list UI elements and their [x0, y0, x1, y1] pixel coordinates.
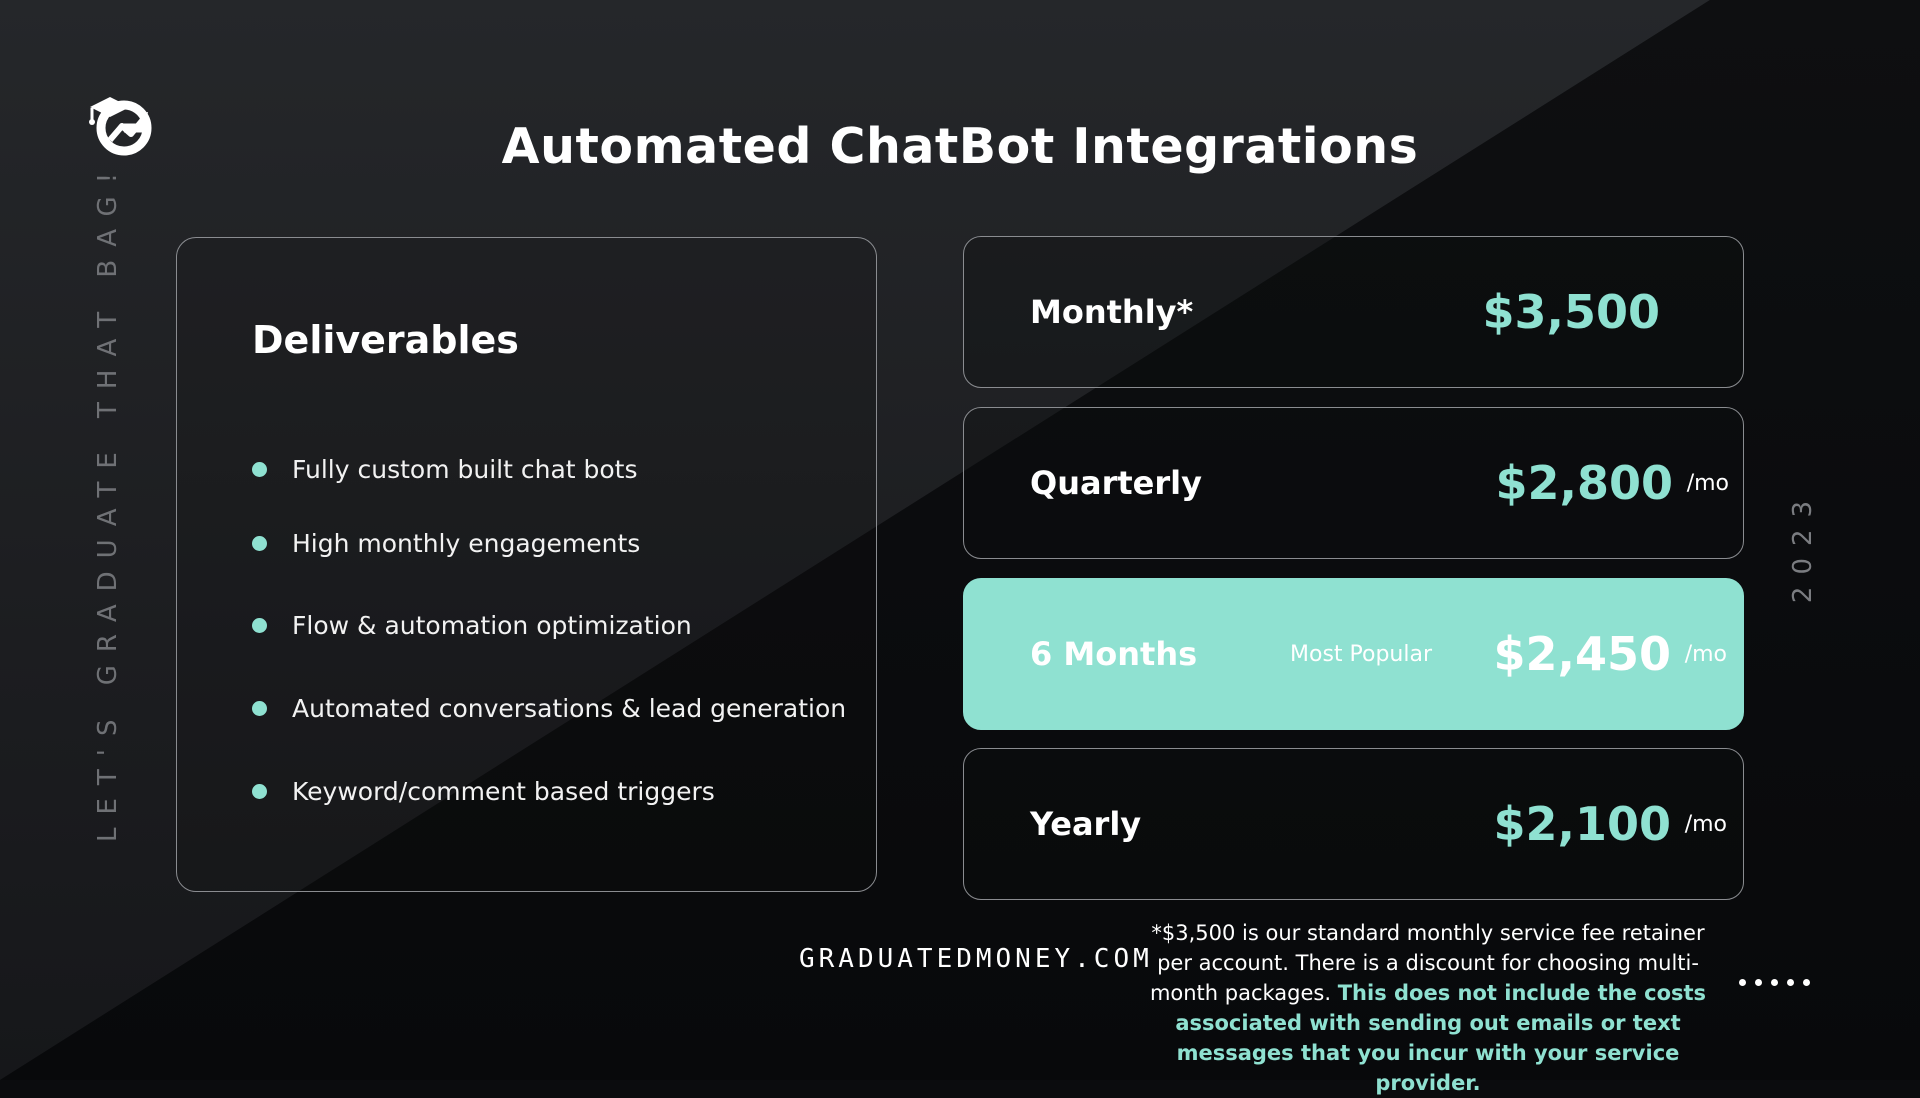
bullet-dot-icon [252, 617, 267, 633]
plan-card-6-months[interactable]: 6 Months Most Popular $2,450 /mo [963, 578, 1744, 730]
deliverable-text: Keyword/comment based triggers [292, 776, 715, 806]
page-title: Automated ChatBot Integrations [501, 118, 1419, 175]
plan-price: $3,500 [1482, 285, 1660, 339]
plan-card-monthly[interactable]: Monthly* $3,500 [963, 236, 1744, 388]
plan-card-yearly[interactable]: Yearly $2,100 /mo [963, 748, 1744, 900]
deliverable-item: Fully custom built chat bots [252, 449, 638, 489]
footnote-highlight: This does not include the costs associat… [1175, 981, 1707, 1095]
deliverable-text: Automated conversations & lead generatio… [292, 693, 847, 723]
side-year: 2023 [1788, 488, 1818, 604]
bullet-dot-icon [252, 783, 267, 799]
website-link[interactable]: GRADUATEDMONEY.COM [799, 944, 1153, 974]
plan-price: $2,450 [1493, 627, 1671, 681]
side-tagline: LET'S GRADUATE THAT BAG! [93, 159, 123, 842]
plan-price: $2,800 [1495, 456, 1673, 510]
plan-card-quarterly[interactable]: Quarterly $2,800 /mo [963, 407, 1744, 559]
plan-price: $2,100 [1493, 797, 1671, 851]
deliverable-item: Automated conversations & lead generatio… [252, 688, 846, 728]
bullet-dot-icon [252, 700, 267, 716]
plan-name: 6 Months [1030, 635, 1198, 673]
footnote-text: *$3,500 is our standard monthly service … [1149, 921, 1705, 1005]
plan-name: Quarterly [1030, 464, 1202, 502]
deliverables-card: Deliverables Fully custom built chat bot… [176, 237, 877, 892]
deliverable-item: Keyword/comment based triggers [252, 771, 715, 811]
pricing-footnote: *$3,500 is our standard monthly service … [1138, 918, 1718, 1098]
graduation-cap-logo-icon [88, 88, 158, 158]
deliverable-item: Flow & automation optimization [252, 605, 692, 645]
deliverable-item: High monthly engagements [252, 523, 640, 563]
deliverable-text: High monthly engagements [292, 528, 641, 558]
per-month-label: /mo [1684, 641, 1727, 667]
bullet-dot-icon [252, 461, 267, 477]
deliverable-text: Flow & automation optimization [292, 610, 692, 640]
plan-name: Yearly [1030, 805, 1142, 843]
bullet-dot-icon [252, 535, 267, 551]
deliverable-text: Fully custom built chat bots [292, 454, 638, 484]
most-popular-badge: Most Popular [1290, 641, 1433, 667]
pagination-dots-icon [1739, 979, 1810, 986]
per-month-label: /mo [1684, 811, 1727, 837]
per-month-label: /mo [1686, 470, 1729, 496]
deliverables-heading: Deliverables [252, 318, 519, 362]
plan-name: Monthly* [1030, 293, 1194, 331]
